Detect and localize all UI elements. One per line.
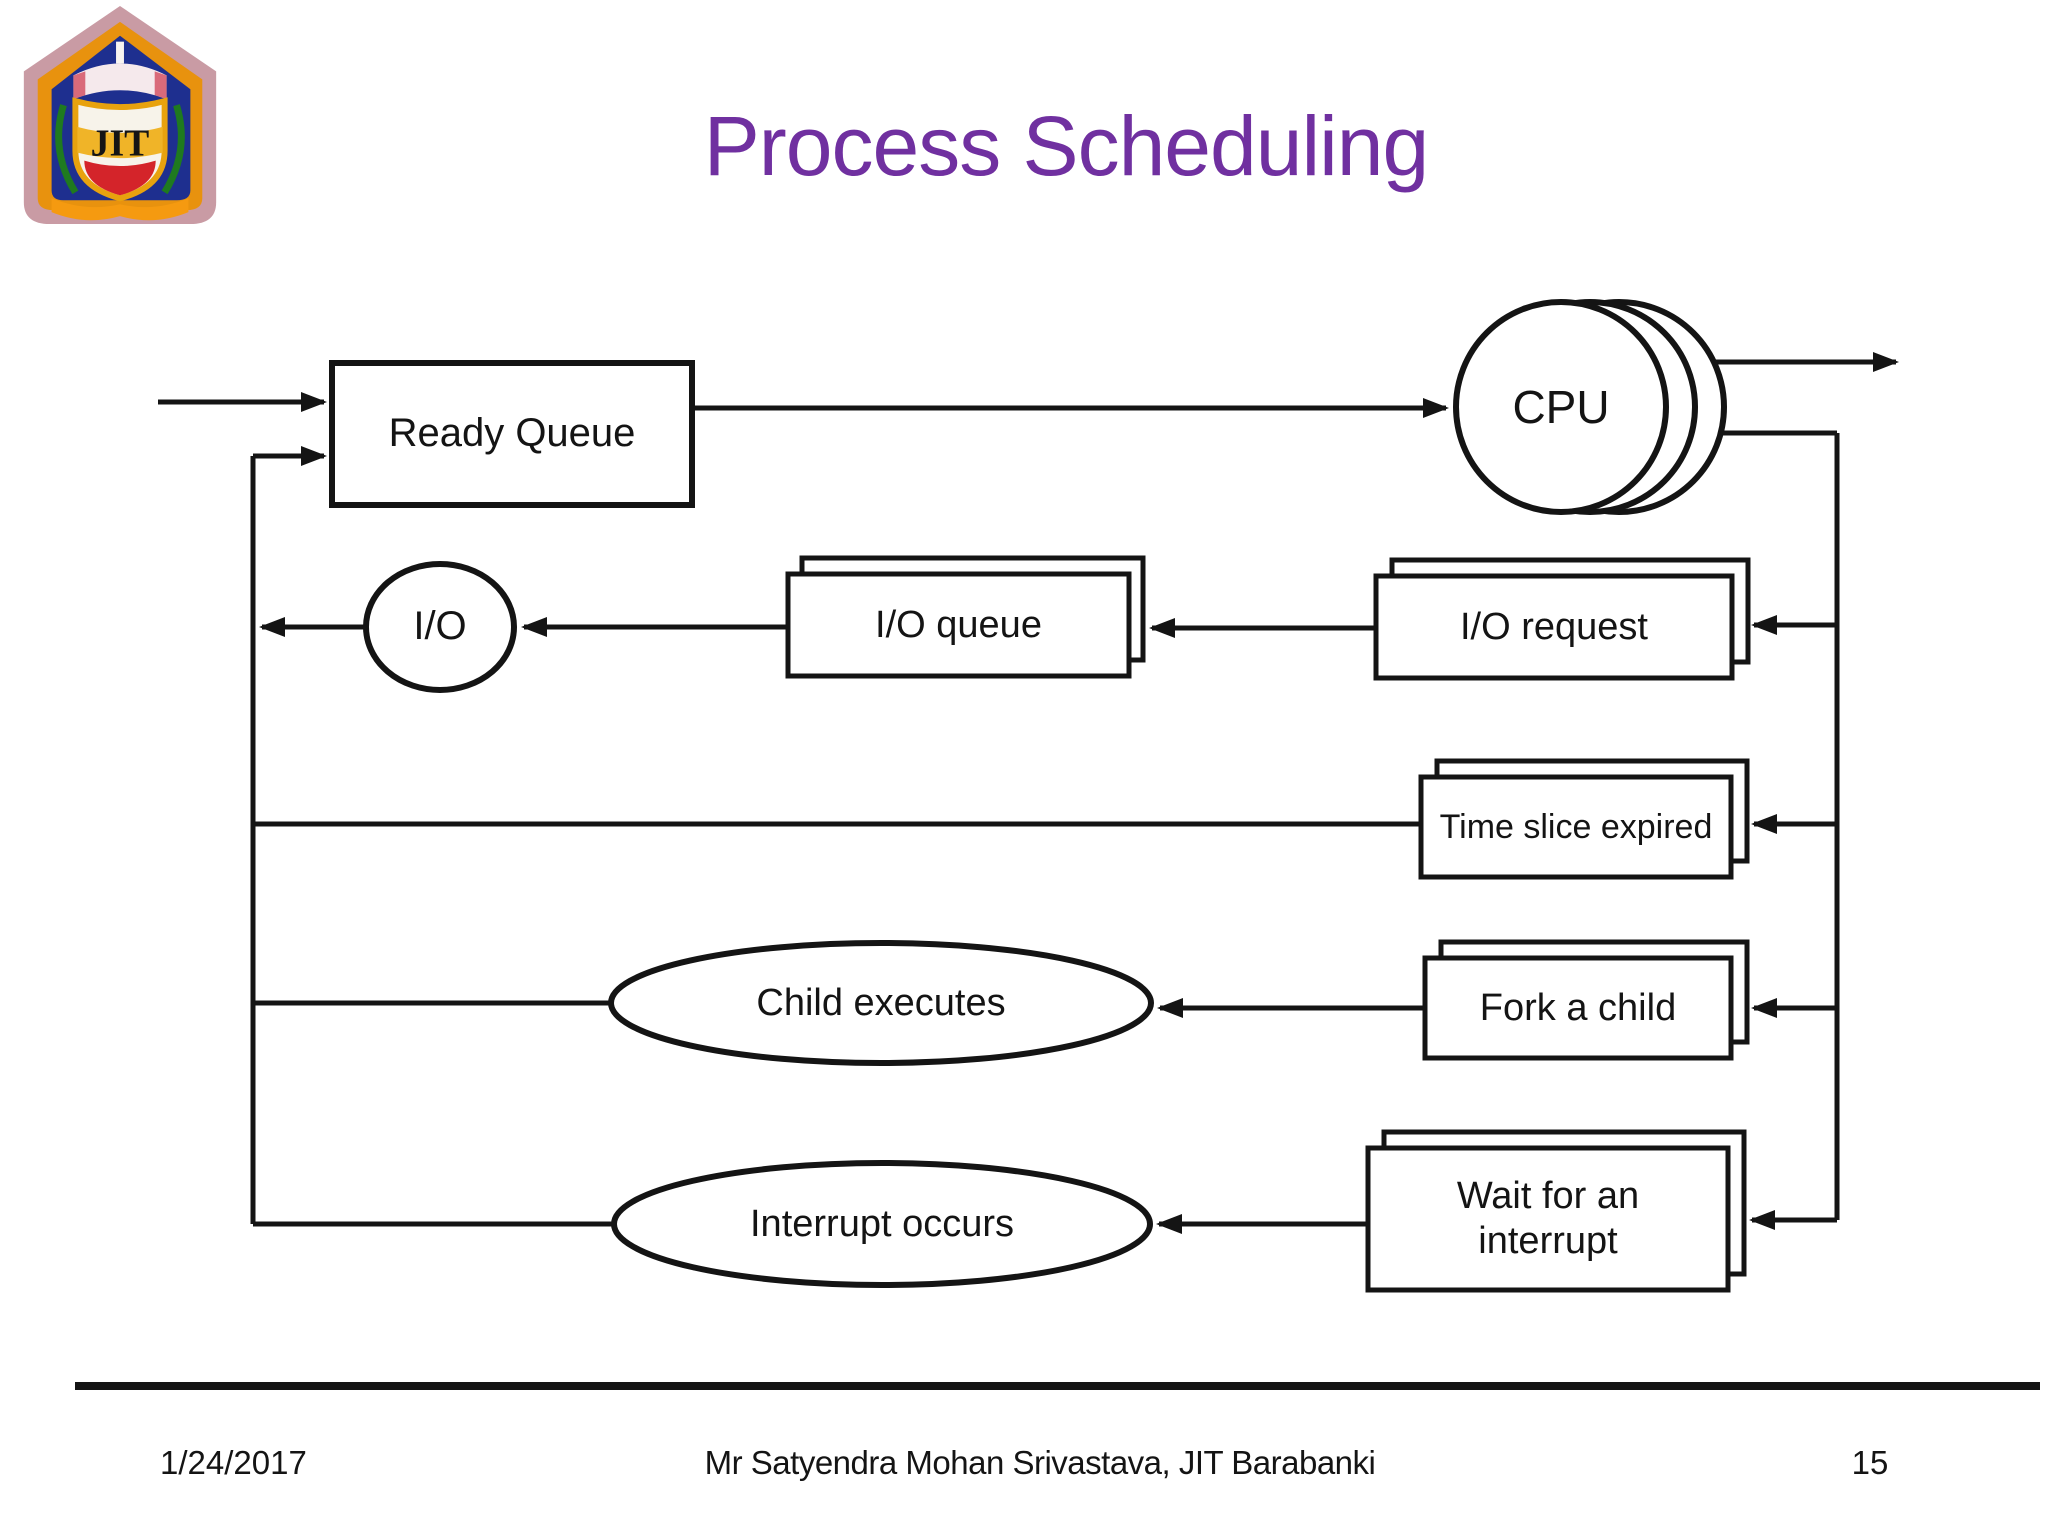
footer-date: 1/24/2017 [160,1444,307,1481]
fork-child-label: Fork a child [1479,986,1677,1029]
jit-logo: JIT [23,5,217,225]
logo-book-edge-left [73,71,86,100]
ready-queue-box [329,360,695,508]
slide-number: 15 [1851,1444,1889,1481]
interrupt-occurs-label: Interrupt occurs [750,1202,1014,1245]
logo-laurel-right [161,104,185,195]
footer-credit: Mr Satyendra Mohan Srivastava, JIT Barab… [704,1444,1376,1481]
logo-candle [116,41,124,64]
time-slice-label: Time slice expired [1439,807,1713,846]
io-circle [363,561,517,693]
time-slice-box [1418,774,1734,880]
cpu-label: CPU [1512,380,1610,433]
logo-open-book [73,63,167,100]
logo-shield-base [84,160,156,196]
io-label: I/O [413,604,467,649]
child-executes-ellipse [608,940,1154,1066]
logo-banner [51,198,189,221]
logo-book-edge-right [154,71,167,100]
footer-divider [75,1382,2040,1390]
page-title: Process Scheduling [703,98,1429,193]
io-queue-label: I/O queue [875,603,1042,646]
wait-interrupt-box [1365,1145,1731,1293]
logo-monogram: JIT [91,123,150,165]
cpu-circle [1453,299,1669,515]
ready-queue-label: Ready Queue [388,411,636,456]
child-executes-label: Child executes [756,981,1006,1024]
fork-child-box [1422,955,1734,1061]
interrupt-occurs-ellipse [611,1160,1153,1288]
io-request-label: I/O request [1460,605,1648,648]
logo-laurel-left [55,104,79,195]
wait-interrupt-label: Wait for an interrupt [1456,1175,1640,1262]
logo-shield-band [77,126,163,159]
